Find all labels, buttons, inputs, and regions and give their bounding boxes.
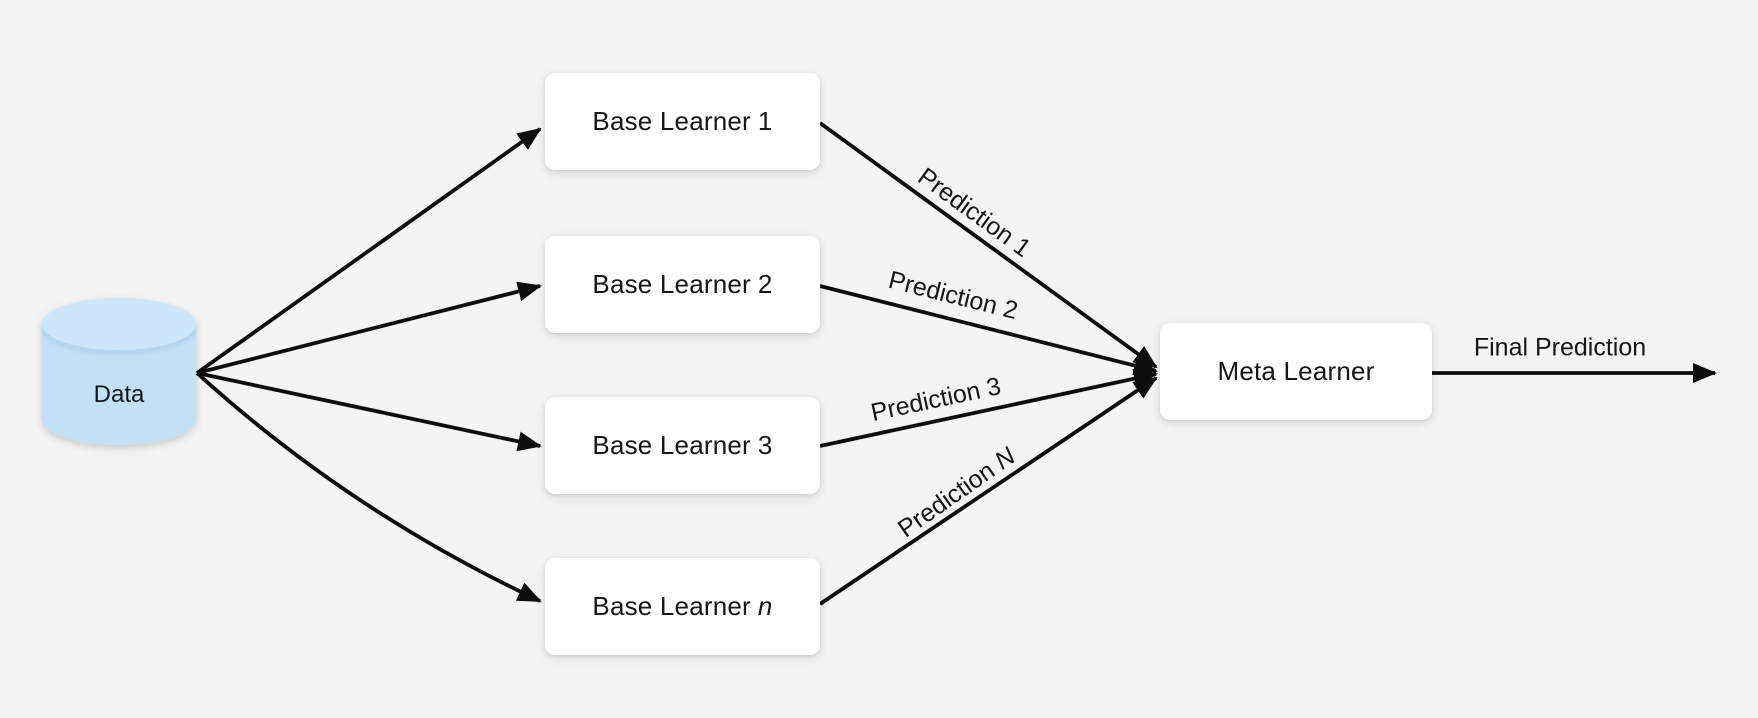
base-learner-n-label-prefix: Base Learner: [592, 591, 751, 621]
base-learner-3-label-suffix: 3: [757, 430, 773, 460]
edge-data-to-base-learner-n: [195, 371, 542, 603]
edge-prediction-n: [818, 376, 1158, 606]
edge-prediction-3: [819, 368, 1158, 448]
final-prediction-edge-label: Final Prediction: [1473, 333, 1647, 362]
data-node-label: Data: [93, 381, 145, 408]
data-cylinder-rim-shadow: [40, 325, 198, 354]
base-learner-3-label-prefix: Base Learner: [592, 430, 751, 460]
edge-data-to-base-learner-1: [195, 127, 542, 375]
edge-prediction-2: [819, 284, 1158, 376]
edge-prediction-1: [818, 121, 1158, 369]
base-learner-2-label-prefix: Base Learner: [592, 269, 751, 299]
edge-data-to-base-learner-2: [196, 281, 542, 375]
meta-learner-label: Meta Learner: [1217, 356, 1375, 386]
base-learner-2-label-suffix: 2: [757, 269, 773, 299]
base-learner-n-label-suffix: n: [757, 591, 773, 621]
base-learner-1-label-prefix: Base Learner: [592, 106, 751, 136]
data-cylinder-node: [40, 298, 198, 445]
edge-data-to-base-learner-3: [196, 371, 542, 452]
base-learner-1-label-suffix: 1: [757, 106, 773, 136]
meta-learner-node: Meta Learner: [1160, 323, 1432, 420]
data-cylinder-top: [42, 298, 196, 350]
